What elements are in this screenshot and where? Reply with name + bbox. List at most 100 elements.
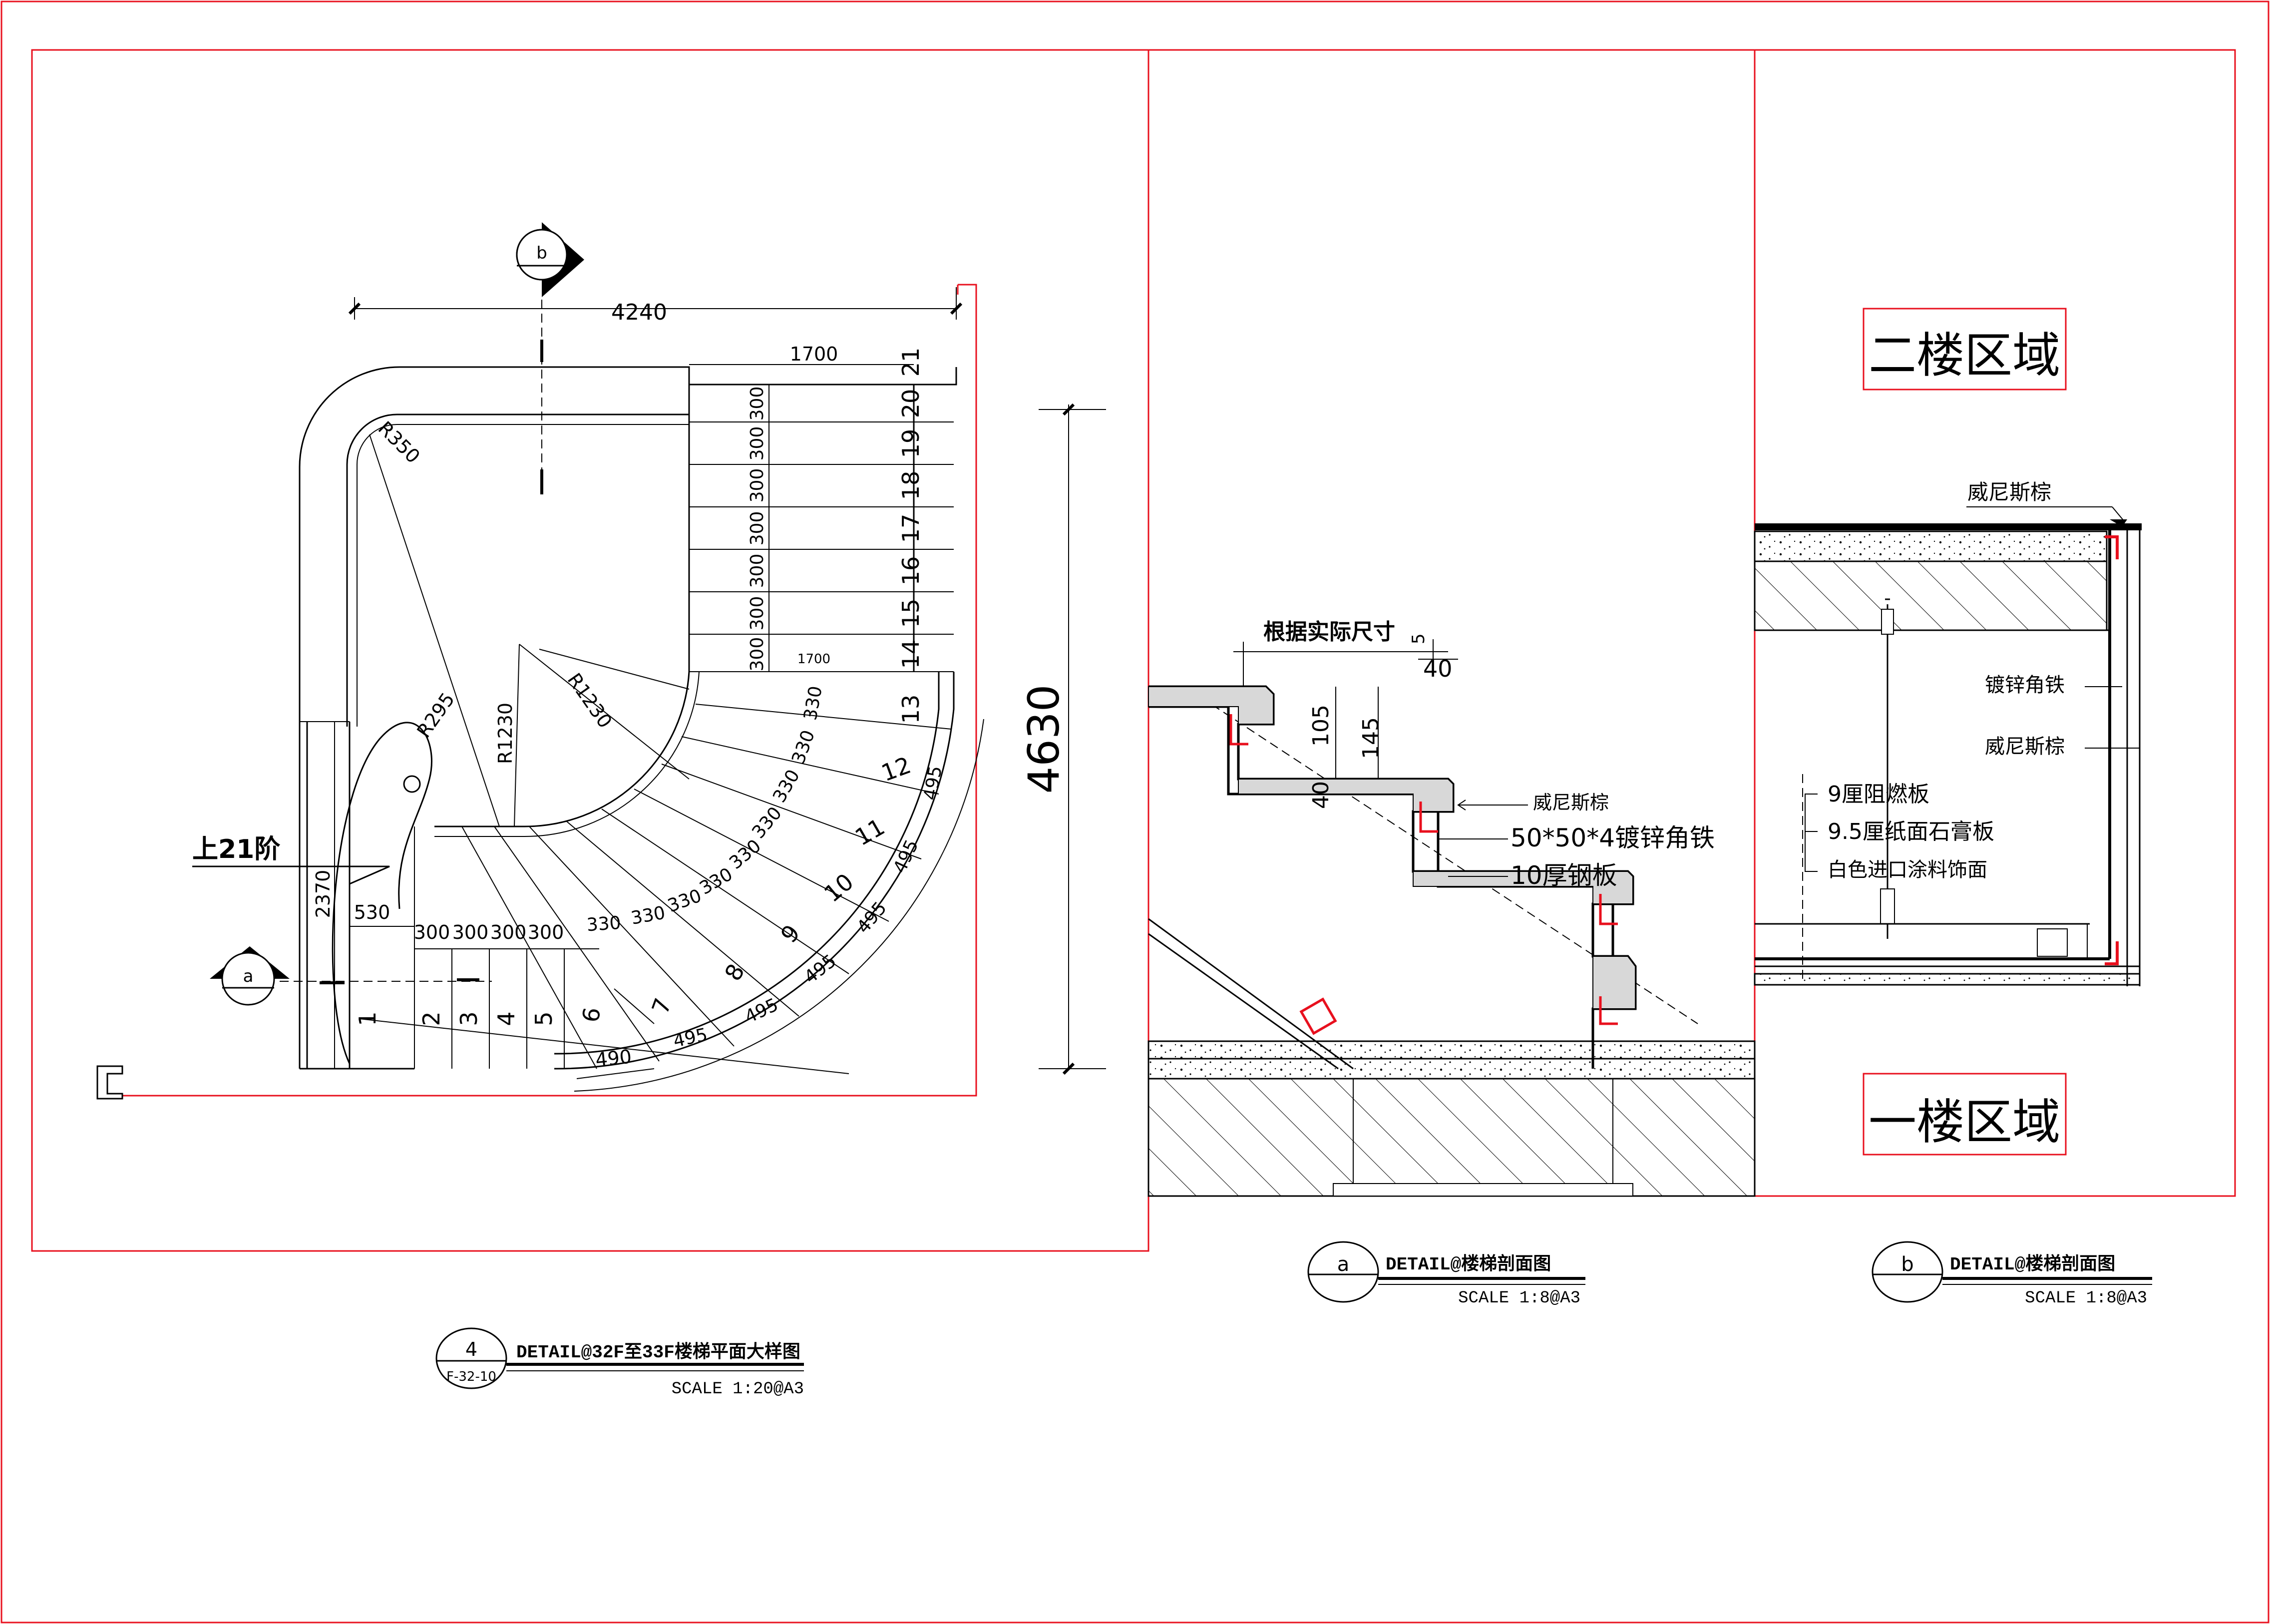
plan-outer-boundary: [299, 366, 957, 1069]
section-marker-a: a: [210, 946, 290, 1006]
plan-inner-wall: [346, 413, 689, 727]
lower-zone-label: 一楼区域: [1869, 1094, 2060, 1150]
callout-veneer-side: 威尼斯棕: [1985, 735, 2065, 758]
svg-text:300: 300: [747, 511, 767, 546]
section-marker-b: b: [516, 222, 584, 297]
lower-zone-box: [1863, 1073, 2067, 1156]
section-b-title-number: b: [1901, 1253, 1913, 1276]
svg-text:300: 300: [747, 596, 767, 631]
section-a-title: DETAIL@楼梯剖面图: [1386, 1253, 1551, 1275]
callout-veneer-top: 威尼斯棕: [1967, 480, 2051, 504]
stair-plan: b a 4240 1700 1700 4630 2370: [96, 222, 1106, 1100]
section-b: 二楼区域 一楼区域 威尼斯棕 镀锌角铁 威尼斯棕 9: [1754, 308, 2142, 1156]
svg-text:4: 4: [493, 1011, 520, 1026]
section-b-title: DETAIL@楼梯剖面图: [1950, 1253, 2115, 1275]
svg-text:330: 330: [696, 864, 736, 899]
upper-zone-box: [1863, 308, 2067, 391]
curved-flight-inner: [434, 671, 690, 827]
section-marker-a-label: a: [243, 966, 254, 986]
plan-title-ref: F-32-10: [446, 1369, 496, 1384]
svg-text:495: 495: [853, 898, 891, 937]
dim-landing: 530: [354, 901, 390, 923]
dim-bottom-490: 490: [594, 1045, 633, 1071]
plan-title-number: 4: [465, 1338, 477, 1360]
radius-inner-b: R1230: [563, 669, 617, 732]
svg-text:8: 8: [719, 959, 750, 985]
svg-text:6: 6: [577, 1005, 606, 1024]
dim-overall-height: 4630: [1019, 685, 1069, 794]
radius-inner-a: R1230: [494, 703, 516, 764]
section-a: 根据实际尺寸 5 40 105 145 40 威尼斯棕 50*50*4镀锌角铁 …: [1147, 619, 1756, 1197]
svg-text:495: 495: [889, 836, 922, 876]
tread-labels-curved-outer: 495 495 495 495 495 495: [672, 765, 946, 1052]
svg-text:7: 7: [647, 995, 677, 1018]
svg-text:330: 330: [630, 903, 667, 929]
svg-text:300: 300: [747, 387, 767, 421]
callout-angle: 镀锌角铁: [1985, 674, 2065, 697]
plan-title: DETAIL@32F至33F楼梯平面大样图: [516, 1341, 800, 1363]
section-a-frame: [1147, 49, 1756, 1197]
dim-overall-width: 4240: [611, 300, 667, 325]
title-block-section-b: b DETAIL@楼梯剖面图 SCALE 1:8@A3: [1872, 1241, 2152, 1308]
section-marker-b-label: b: [536, 243, 547, 263]
svg-text:300: 300: [452, 921, 489, 943]
dim-inner-flight: 1700: [797, 652, 830, 667]
plan-wall-right: [122, 284, 977, 1097]
callout-angle: 50*50*4镀锌角铁: [1511, 823, 1715, 852]
svg-text:300: 300: [414, 921, 450, 943]
winder-lines: [461, 704, 952, 1069]
up-steps-label: 上21阶: [192, 834, 280, 864]
top-flight: [688, 384, 954, 672]
note-actual-size: 根据实际尺寸: [1263, 619, 1395, 645]
upper-zone-label: 二楼区域: [1869, 328, 2060, 384]
title-block-plan: 4 F-32-10 DETAIL@32F至33F楼梯平面大样图 SCALE 1:…: [435, 1327, 804, 1399]
svg-text:495: 495: [920, 765, 946, 802]
handrail-curve: [332, 722, 432, 1064]
curved-flight-outer: [554, 672, 955, 1070]
svg-text:330: 330: [788, 728, 819, 767]
callout-veneer: 威尼斯棕: [1533, 792, 1609, 813]
tread-labels-bottom: 300 300 300 300: [414, 921, 564, 943]
svg-text:9: 9: [775, 919, 805, 948]
svg-text:2: 2: [418, 1011, 445, 1026]
dim-40b: 40: [1308, 781, 1334, 809]
callout-steel: 10厚钢板: [1511, 861, 1617, 890]
section-a-scale: SCALE 1:8@A3: [1458, 1289, 1580, 1308]
dim-5: 5: [1409, 633, 1429, 644]
section-b-scale: SCALE 1:8@A3: [2025, 1289, 2147, 1308]
svg-text:330: 330: [748, 803, 786, 842]
svg-text:300: 300: [490, 921, 527, 943]
dim-105: 105: [1308, 705, 1334, 747]
svg-text:300: 300: [747, 637, 767, 672]
svg-text:17: 17: [897, 514, 924, 543]
svg-text:300: 300: [747, 554, 767, 588]
tread-labels-curved-inner: 330 330 330 330 330 330 330 330 330: [586, 685, 826, 936]
svg-text:495: 495: [742, 994, 781, 1027]
svg-text:21: 21: [897, 348, 924, 377]
svg-text:19: 19: [897, 429, 924, 458]
svg-text:14: 14: [897, 640, 924, 669]
dim-left-height: 2370: [312, 870, 334, 918]
title-block-section-a: a DETAIL@楼梯剖面图 SCALE 1:8@A3: [1307, 1241, 1585, 1308]
svg-text:18: 18: [897, 471, 924, 500]
dim-top-flight: 1700: [790, 343, 838, 365]
radius-handrail: R295: [412, 689, 459, 742]
callout-board: 9厘阻燃板: [1828, 782, 1929, 807]
svg-text:330: 330: [726, 835, 765, 873]
callout-gypsum: 9.5厘纸面石膏板: [1828, 819, 1994, 844]
svg-text:300: 300: [528, 921, 564, 943]
section-a-title-number: a: [1337, 1253, 1350, 1276]
svg-text:13: 13: [897, 695, 924, 724]
svg-text:1: 1: [354, 1011, 381, 1026]
plan-scale: SCALE 1:20@A3: [672, 1380, 804, 1399]
svg-text:330: 330: [665, 885, 705, 916]
svg-text:330: 330: [769, 766, 804, 806]
svg-text:300: 300: [747, 468, 767, 503]
dim-145: 145: [1358, 717, 1384, 759]
svg-text:300: 300: [747, 426, 767, 461]
svg-text:5: 5: [530, 1011, 557, 1026]
plan-frame: [31, 49, 1149, 1252]
svg-text:495: 495: [672, 1025, 710, 1052]
